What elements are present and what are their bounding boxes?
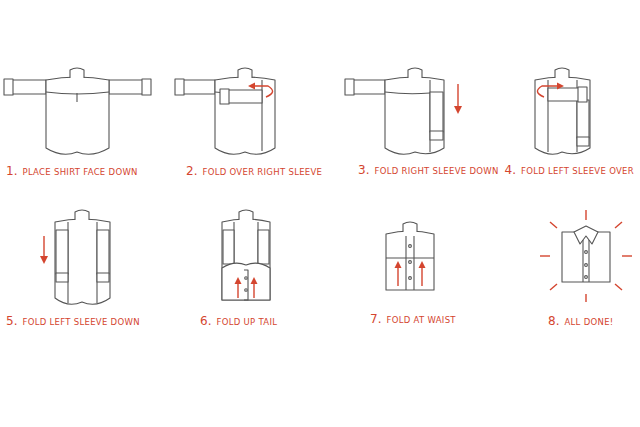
- step-number: 5.: [6, 314, 17, 328]
- step-label: FOLD LEFT SLEEVE OVER: [521, 166, 634, 176]
- step-label: FOLD AT WAIST: [386, 315, 455, 325]
- step-number: 2.: [186, 164, 197, 178]
- step-label: FOLD OVER RIGHT SLEEVE: [202, 167, 322, 177]
- step-number: 7.: [370, 312, 381, 326]
- shirt-tail-folded: [222, 210, 270, 300]
- step-label: ALL DONE!: [564, 317, 613, 327]
- step-caption: 6. FOLD UP TAIL: [200, 314, 277, 328]
- step-number: 3.: [358, 163, 369, 177]
- step-caption: 7. FOLD AT WAIST: [370, 312, 456, 326]
- red-arrows: [44, 84, 632, 302]
- step-label: FOLD RIGHT SLEEVE DOWN: [374, 166, 498, 176]
- step-number: 4.: [505, 163, 516, 177]
- shirt-right-sleeve-over: [175, 68, 275, 154]
- step-label: FOLD LEFT SLEEVE DOWN: [22, 317, 139, 327]
- step-caption: 2. FOLD OVER RIGHT SLEEVE: [186, 164, 322, 178]
- step-number: 6.: [200, 314, 211, 328]
- step-label: PLACE SHIRT FACE DOWN: [22, 167, 137, 177]
- step-caption: 1. PLACE SHIRT FACE DOWN: [6, 164, 138, 178]
- shirt-right-sleeve-down: [345, 68, 444, 154]
- step-number: 8.: [548, 314, 559, 328]
- step-number: 1.: [6, 164, 17, 178]
- shirt-face-down: [4, 68, 151, 154]
- step-label: FOLD UP TAIL: [216, 317, 277, 327]
- shirt-folded-waist: [386, 222, 434, 290]
- step-caption: 3. FOLD RIGHT SLEEVE DOWN: [358, 163, 499, 177]
- step-caption: 5. FOLD LEFT SLEEVE DOWN: [6, 314, 140, 328]
- step-caption: 8. ALL DONE!: [548, 314, 614, 328]
- shirt-left-sleeve-down: [55, 210, 110, 304]
- step-caption: 4. FOLD LEFT SLEEVE OVER: [505, 163, 634, 177]
- folded-shirt-done: [562, 226, 610, 282]
- arrow-heads: [40, 83, 564, 285]
- shirt-left-sleeve-over: [535, 68, 590, 154]
